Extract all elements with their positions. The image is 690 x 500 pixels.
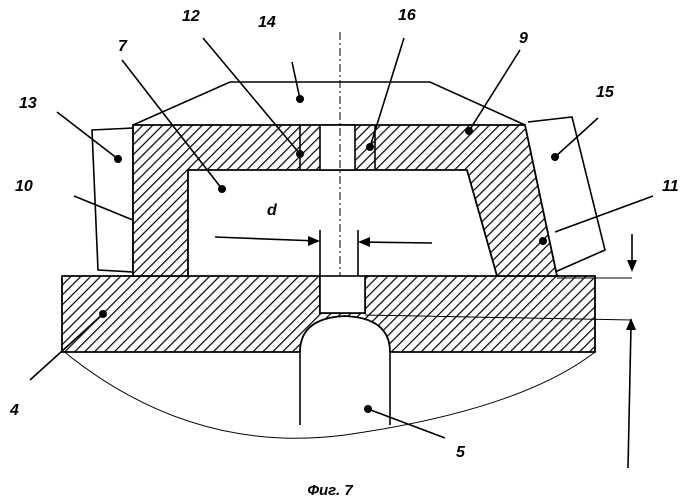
- label-15: 15: [596, 84, 615, 101]
- label-5: 5: [456, 444, 466, 461]
- label-12: 12: [182, 8, 200, 25]
- leader-13: [57, 112, 118, 159]
- dim-arrow-left: [215, 237, 318, 241]
- label-13: 13: [19, 95, 37, 112]
- label-11: 11: [662, 178, 679, 195]
- dim-arrow-right: [362, 242, 432, 243]
- dot-11: [539, 237, 547, 245]
- leader-15: [555, 118, 598, 157]
- label-10: 10: [15, 178, 33, 195]
- cap-14: [133, 82, 525, 125]
- leader-10: [74, 196, 133, 220]
- channel-5: [300, 316, 390, 425]
- plate-13: [92, 128, 133, 272]
- base-slot: [320, 276, 365, 313]
- label-9: 9: [519, 30, 528, 47]
- figure-caption: Фиг. 7: [307, 482, 353, 499]
- label-14: 14: [258, 14, 276, 31]
- dim-arrowhead-right: [358, 237, 370, 247]
- label-4: 4: [9, 402, 19, 419]
- leader-14: [292, 62, 300, 99]
- leader-11: [555, 196, 653, 232]
- label-7: 7: [118, 38, 128, 55]
- label-16: 16: [398, 7, 416, 24]
- dim-arrowhead-left: [308, 236, 320, 246]
- top-opening: [320, 125, 355, 170]
- label-d: d: [267, 202, 278, 219]
- arrow-down-head: [627, 260, 637, 272]
- arrow-up-shaft: [628, 326, 631, 468]
